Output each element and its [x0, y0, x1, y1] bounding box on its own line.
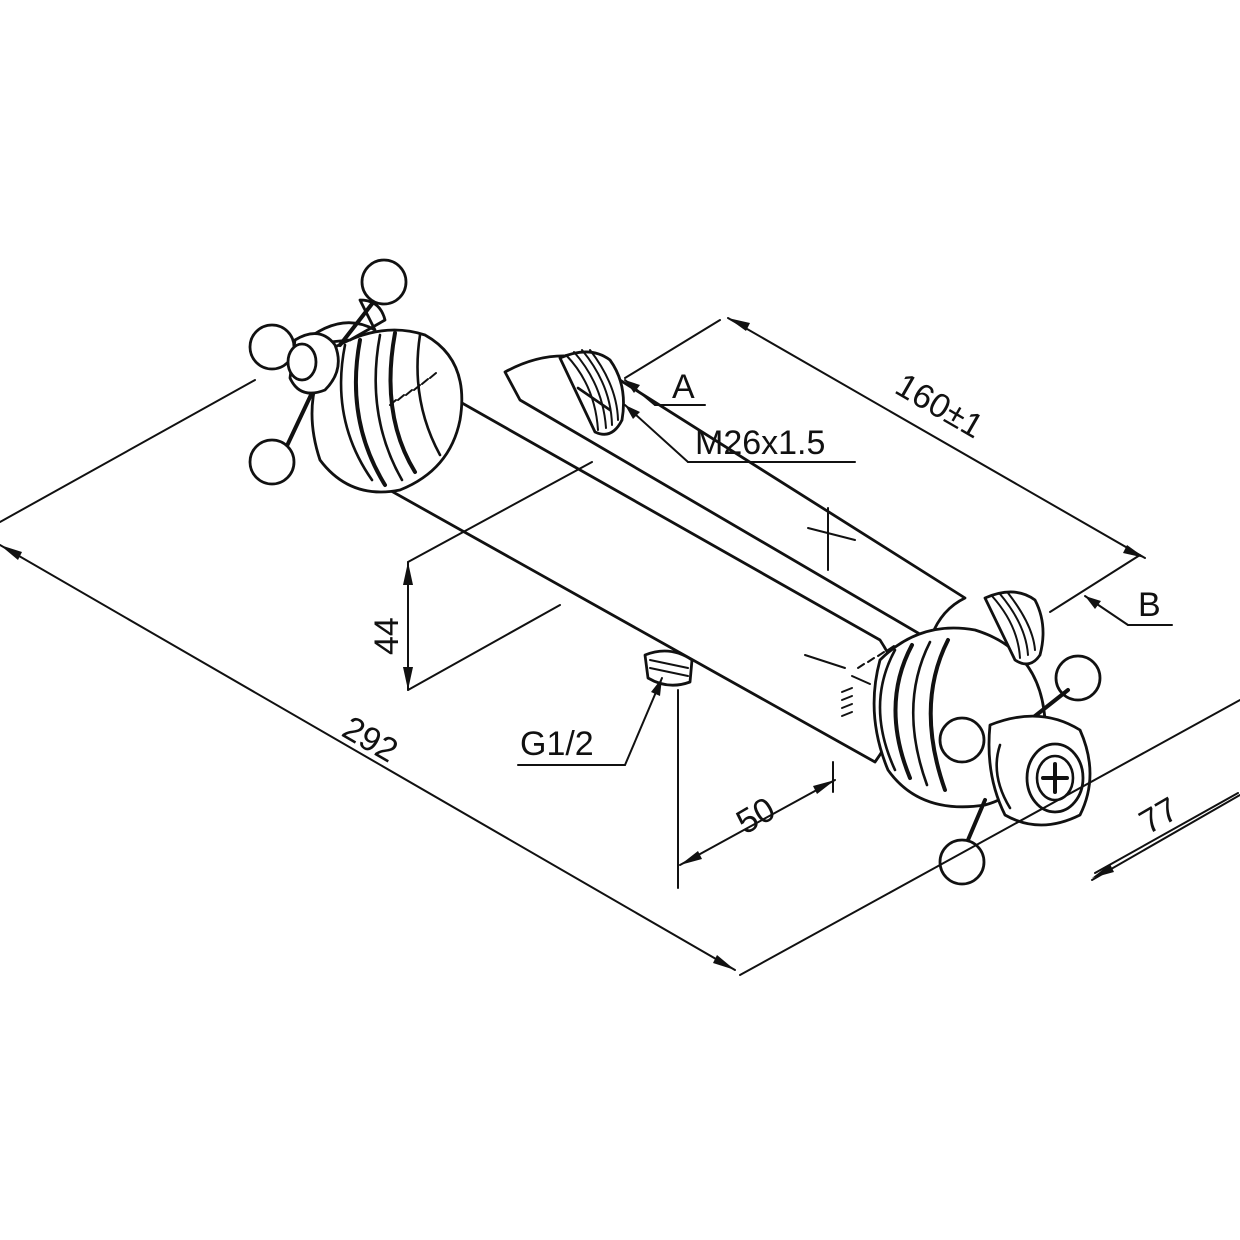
callout-b-label: B	[1138, 586, 1161, 624]
callout-thread-label: M26x1.5	[695, 424, 825, 462]
outlet-g12	[643, 649, 694, 687]
thread-inlet-a	[558, 349, 625, 436]
dimension-77-label: 77	[1133, 790, 1185, 842]
dimension-44: 44	[368, 461, 593, 691]
callout-thread: M26x1.5	[624, 404, 856, 463]
centerline-mark	[807, 507, 856, 571]
right-cross-handle	[938, 654, 1102, 886]
handle-hub	[286, 342, 318, 382]
dimension-77: 77	[1091, 790, 1240, 881]
thread-inlet-b	[983, 590, 1045, 666]
plus-icon	[1041, 762, 1069, 794]
handle-knob	[938, 838, 986, 886]
callout-a-label: A	[672, 368, 695, 406]
callout-outlet: G1/2	[517, 677, 663, 766]
dimension-44-label: 44	[368, 617, 406, 655]
callout-outlet-label: G1/2	[520, 725, 594, 763]
handle-knob	[938, 716, 986, 764]
callout-a: A	[624, 368, 706, 406]
left-cross-handle	[248, 258, 408, 486]
left-end-cap	[310, 328, 464, 494]
handle-knob	[248, 438, 296, 486]
dimension-160-label: 160±1	[889, 366, 990, 446]
callout-b: B	[1084, 586, 1173, 626]
dimension-292: 292	[0, 379, 1240, 976]
handle-knob	[360, 258, 408, 306]
dimension-292-label: 292	[336, 709, 404, 770]
